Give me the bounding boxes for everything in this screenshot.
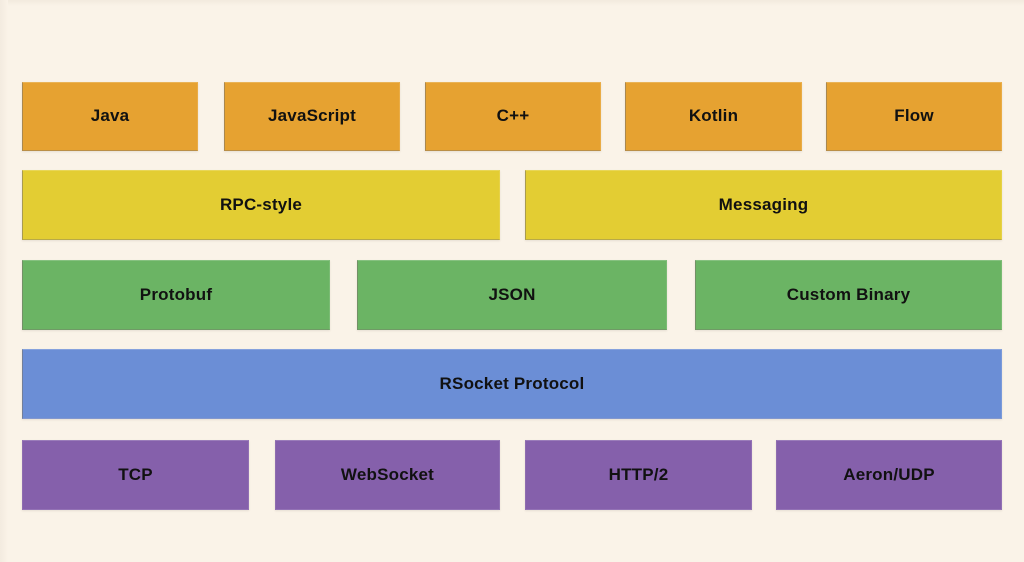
node-java: Java	[22, 82, 198, 151]
node-rsocket-protocol: RSocket Protocol	[22, 349, 1002, 419]
node-kotlin: Kotlin	[625, 82, 802, 151]
node-label: RSocket Protocol	[439, 373, 585, 393]
node-label: Aeron/UDP	[843, 464, 935, 484]
layer-transports: TCP WebSocket HTTP/2 Aeron/UDP	[0, 440, 1024, 510]
node-label: Custom Binary	[786, 284, 911, 304]
node-aeron-udp: Aeron/UDP	[776, 440, 1002, 510]
node-label: TCP	[118, 464, 153, 484]
layer-languages: Java JavaScript C++ Kotlin Flow	[0, 82, 1024, 151]
node-messaging: Messaging	[525, 170, 1002, 240]
node-label: HTTP/2	[608, 464, 669, 484]
layer-encodings: Protobuf JSON Custom Binary	[0, 260, 1024, 330]
node-flow: Flow	[826, 82, 1002, 151]
node-websocket: WebSocket	[275, 440, 500, 510]
node-cpp: C++	[425, 82, 601, 151]
node-label: RPC-style	[219, 194, 303, 214]
node-label: Kotlin	[688, 106, 739, 126]
node-tcp: TCP	[22, 440, 249, 510]
node-http2: HTTP/2	[525, 440, 752, 510]
node-label: Protobuf	[139, 284, 213, 304]
layer-interaction-models: RPC-style Messaging	[0, 170, 1024, 240]
node-label: C++	[496, 106, 530, 126]
node-rpc-style: RPC-style	[22, 170, 500, 240]
node-label: JavaScript	[268, 106, 356, 126]
node-label: Flow	[894, 106, 934, 126]
node-label: Java	[90, 106, 130, 126]
frame-edge-left	[0, 0, 8, 562]
node-json: JSON	[357, 260, 667, 330]
layer-protocol: RSocket Protocol	[0, 349, 1024, 419]
node-label: Messaging	[718, 194, 809, 214]
node-protobuf: Protobuf	[22, 260, 330, 330]
node-label: WebSocket	[340, 464, 435, 484]
frame-edge-top	[0, 0, 1024, 6]
node-javascript: JavaScript	[224, 82, 400, 151]
node-custom-binary: Custom Binary	[695, 260, 1002, 330]
node-label: JSON	[488, 284, 536, 304]
